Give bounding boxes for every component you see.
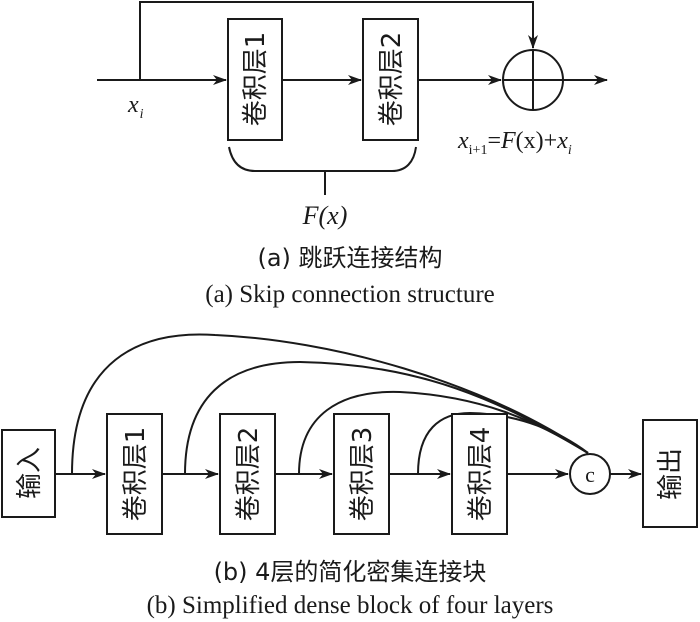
dense-connection-input	[71, 333, 589, 475]
conv-layer-1-label: 卷积层1	[241, 32, 271, 127]
dense-conv-layer-1-box	[106, 413, 163, 535]
conv-layer-2-label: 卷积层2	[377, 32, 407, 127]
dense-conv-layer-2-label: 卷积层2	[234, 427, 264, 522]
dense-conv-layer-1-label: 卷积层1	[121, 427, 151, 522]
output-formula: xi+1=F(x)+xi	[457, 128, 572, 158]
add-operator-icon	[502, 49, 564, 111]
brace-label: F(x)	[302, 201, 348, 230]
input-x-label: xi	[127, 92, 144, 122]
caption-b-cn: (b) 4层的简化密集连接块	[214, 558, 487, 586]
concat-operator-icon: c	[569, 453, 611, 495]
skip-connection-path	[139, 1, 538, 80]
figure-a-skip-connection: 卷积层1 卷积层2 xi xi+1=F(x)+xi F(x) (a) 跳跃连接结…	[97, 1, 608, 308]
caption-b-en: (b) Simplified dense block of four layer…	[147, 592, 554, 619]
output-box	[642, 419, 698, 528]
brace	[228, 146, 417, 172]
dense-conv-layer-2-box	[219, 413, 276, 535]
output-label: 输出	[656, 448, 686, 500]
dense-conv-layer-3-label: 卷积层3	[348, 427, 378, 522]
dense-conv-layer-4-label: 卷积层4	[466, 427, 496, 522]
concat-label: c	[585, 462, 595, 487]
dense-connection-layer1	[184, 360, 589, 475]
input-label: 输入	[15, 447, 45, 499]
caption-a-en: (a) Skip connection structure	[205, 281, 495, 308]
figure-b-dense-block: 输入 卷积层1 卷积层2 卷积层3 卷积层4 c 输出 (b) 4层的简化密集连…	[1, 333, 698, 619]
caption-a-cn: (a) 跳跃连接结构	[257, 244, 442, 272]
dense-conv-layer-3-box	[333, 413, 390, 535]
conv-layer-2-box	[362, 18, 419, 141]
